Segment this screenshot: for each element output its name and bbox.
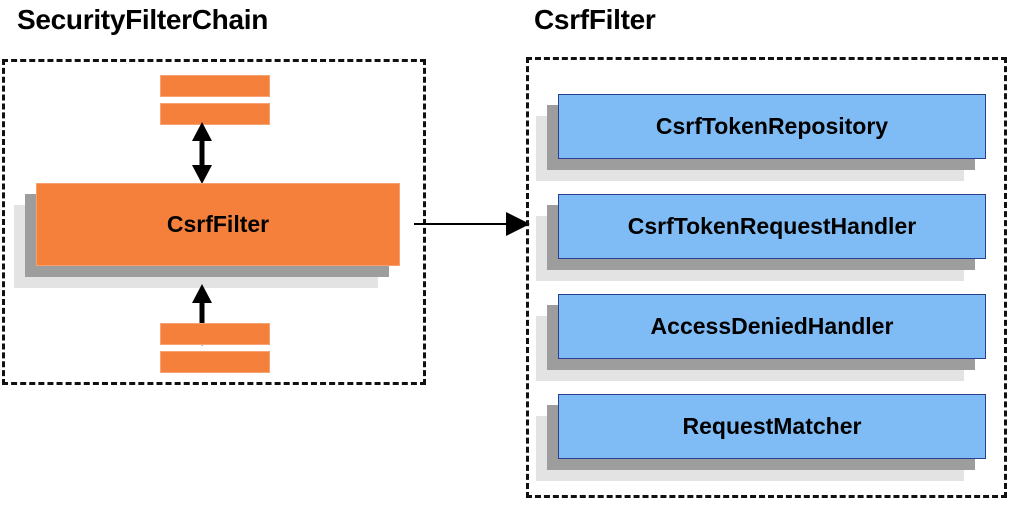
- card-face: RequestMatcher: [558, 394, 986, 459]
- stub-filter-bar-above-2: [160, 103, 270, 125]
- component-card-access-denied-handler[interactable]: AccessDeniedHandler: [536, 294, 986, 381]
- component-card-csrf-token-request-handler[interactable]: CsrfTokenRequestHandler: [536, 194, 986, 281]
- component-card-request-matcher[interactable]: RequestMatcher: [536, 394, 986, 481]
- card-face: AccessDeniedHandler: [558, 294, 986, 359]
- double-arrow-above-icon: [192, 122, 212, 184]
- component-card-csrffilter[interactable]: CsrfFilter: [14, 183, 400, 288]
- card-face: CsrfTokenRepository: [558, 94, 986, 159]
- card-face: CsrfTokenRequestHandler: [558, 194, 986, 259]
- stub-filter-bar-below-2: [160, 351, 270, 373]
- card-label-request-matcher: RequestMatcher: [682, 413, 862, 439]
- group-box-security-filter-chain: [2, 59, 426, 385]
- component-card-csrf-token-repository[interactable]: CsrfTokenRepository: [536, 94, 986, 181]
- card-face: CsrfFilter: [36, 183, 400, 266]
- stub-filter-bar-below-1: [160, 323, 270, 345]
- stub-filter-bar-above-1: [160, 75, 270, 97]
- card-label-csrf-token-repository: CsrfTokenRepository: [655, 113, 889, 139]
- panel-title-security-filter-chain: SecurityFilterChain: [17, 4, 269, 35]
- card-label-csrffilter: CsrfFilter: [166, 211, 270, 237]
- card-label-access-denied-handler: AccessDeniedHandler: [650, 313, 894, 339]
- card-label-csrf-token-request-handler: CsrfTokenRequestHandler: [627, 213, 917, 239]
- panel-title-csrffilter: CsrfFilter: [534, 4, 656, 35]
- group-box-csrffilter: [526, 57, 1007, 498]
- expand-arrow-icon: [414, 212, 530, 236]
